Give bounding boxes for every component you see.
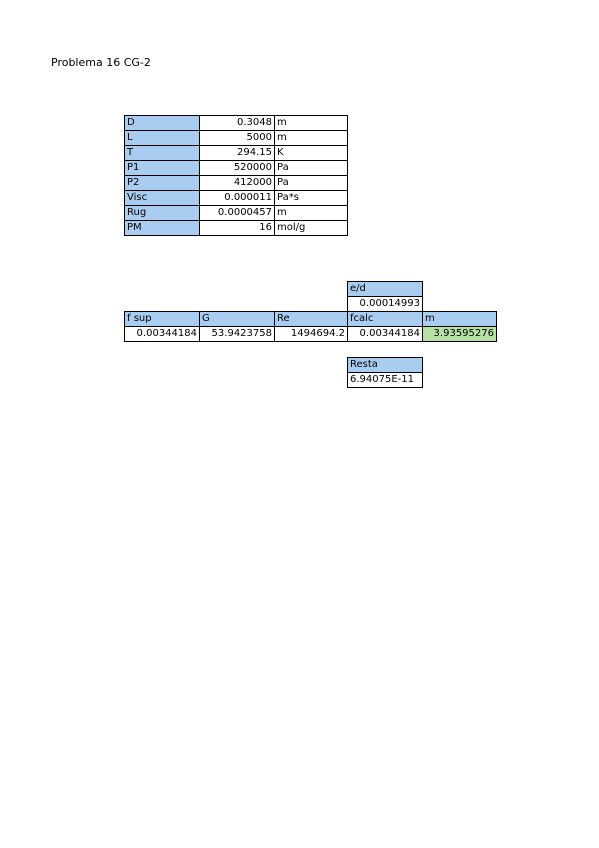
param-label[interactable]: P2 <box>124 175 200 191</box>
calc-value[interactable]: 53.9423758 <box>199 326 275 342</box>
param-value[interactable]: 294.15 <box>199 145 275 161</box>
param-label[interactable]: Visc <box>124 190 200 206</box>
calc-header[interactable]: Re <box>274 311 348 327</box>
calc-header[interactable]: f sup <box>124 311 200 327</box>
param-unit[interactable]: K <box>274 145 348 161</box>
ed-header[interactable]: e/d <box>347 281 423 297</box>
param-label[interactable]: P1 <box>124 160 200 176</box>
param-value[interactable]: 0.3048 <box>199 115 275 131</box>
param-unit[interactable]: Pa <box>274 175 348 191</box>
param-unit[interactable]: Pa*s <box>274 190 348 206</box>
param-unit[interactable]: m <box>274 130 348 146</box>
calc-header[interactable]: G <box>199 311 275 327</box>
param-label[interactable]: Rug <box>124 205 200 221</box>
param-label[interactable]: D <box>124 115 200 131</box>
param-value[interactable]: 412000 <box>199 175 275 191</box>
param-unit[interactable]: Pa <box>274 160 348 176</box>
param-label[interactable]: L <box>124 130 200 146</box>
param-unit[interactable]: m <box>274 205 348 221</box>
param-value[interactable]: 16 <box>199 220 275 236</box>
calc-header[interactable]: fcalc <box>347 311 423 327</box>
calc-value[interactable]: 3.93595276 <box>422 326 497 342</box>
calc-value[interactable]: 0.00344184 <box>347 326 423 342</box>
calc-header[interactable]: m <box>422 311 497 327</box>
param-value[interactable]: 0.0000457 <box>199 205 275 221</box>
param-value[interactable]: 520000 <box>199 160 275 176</box>
resta-value[interactable]: 6.94075E-11 <box>347 372 423 388</box>
param-value[interactable]: 5000 <box>199 130 275 146</box>
param-unit[interactable]: m <box>274 115 348 131</box>
resta-header[interactable]: Resta <box>347 357 423 373</box>
param-value[interactable]: 0.000011 <box>199 190 275 206</box>
calc-value[interactable]: 0.00344184 <box>124 326 200 342</box>
param-label[interactable]: PM <box>124 220 200 236</box>
param-unit[interactable]: mol/g <box>274 220 348 236</box>
calc-value[interactable]: 1494694.2 <box>274 326 348 342</box>
page-title: Problema 16 CG-2 <box>51 56 151 69</box>
param-label[interactable]: T <box>124 145 200 161</box>
ed-value[interactable]: 0.00014993 <box>347 296 423 312</box>
